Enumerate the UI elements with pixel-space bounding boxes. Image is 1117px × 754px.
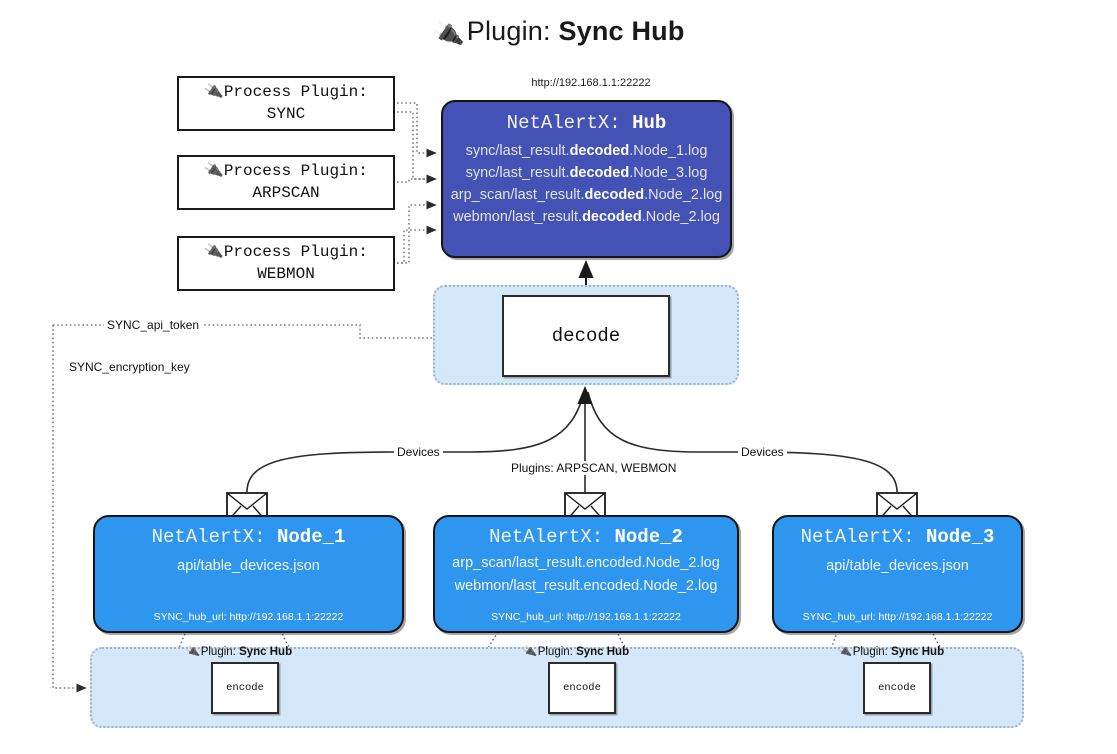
node-title: NetAlertX: Node_2 <box>489 526 683 548</box>
process-plugin-name: WEBMON <box>257 265 315 283</box>
hub-node[interactable]: NetAlertX: Hub sync/last_result.decoded.… <box>441 100 732 258</box>
node-line: api/table_devices.json <box>177 558 320 574</box>
node-box-node-2[interactable]: NetAlertX: Node_2 arp_scan/last_result.e… <box>433 515 739 633</box>
process-plugin-header: 🔌Process Plugin: <box>202 159 368 183</box>
decode-box[interactable]: decode <box>502 295 670 377</box>
hub-logline: sync/last_result.decoded.Node_3.log <box>465 165 708 181</box>
process-plugin-title: Process Plugin: <box>223 162 368 181</box>
plug-icon: 🔌 <box>837 644 853 660</box>
hub-title-name: Hub <box>632 112 667 134</box>
process-plugin-title: Process Plugin: <box>223 243 368 262</box>
encoder-plugin-label: 🔌Plugin: Sync Hub <box>837 644 945 660</box>
node-title: NetAlertX: Node_1 <box>151 526 346 548</box>
process-plugin-header: 🔌Process Plugin: <box>202 240 368 264</box>
hub-title: NetAlertX: Hub <box>443 112 730 134</box>
plug-icon: 🔌 <box>430 17 467 51</box>
encode-box[interactable]: encode <box>863 662 931 714</box>
process-plugin-name: SYNC <box>266 105 306 123</box>
title-prefix: Plugin: <box>466 16 559 46</box>
plug-icon: 🔌 <box>185 644 201 660</box>
node-box-node-1[interactable]: NetAlertX: Node_1 api/table_devices.json… <box>93 515 404 633</box>
encoder-plugin-label: 🔌Plugin: Sync Hub <box>185 644 293 660</box>
plug-icon: 🔌 <box>202 80 225 102</box>
hub-logline: arp_scan/last_result.decoded.Node_2.log <box>450 187 723 203</box>
hub-title-prefix: NetAlertX: <box>506 112 633 134</box>
edge-label-encryption-key: SYNC_encryption_key <box>66 360 193 374</box>
hub-logline: sync/last_result.decoded.Node_1.log <box>465 143 708 159</box>
node-line: arp_scan/last_result.encoded.Node_2.log <box>452 555 720 571</box>
title-name: Sync Hub <box>558 16 685 46</box>
edge-label-api-token: SYNC_api_token <box>104 318 203 332</box>
encode-box[interactable]: encode <box>211 662 279 714</box>
node-line: webmon/last_result.encoded.Node_2.log <box>454 578 718 594</box>
page-title: 🔌Plugin: Sync Hub <box>0 16 1117 50</box>
node-title: NetAlertX: Node_3 <box>800 526 995 548</box>
process-plugin-sync[interactable]: 🔌Process Plugin: SYNC <box>177 76 395 131</box>
node-footer: SYNC_hub_url: http://192.168.1.1:22222 <box>491 611 681 623</box>
edge-label-devices-right: Devices <box>738 445 787 459</box>
process-plugin-arpscan[interactable]: 🔌Process Plugin: ARPSCAN <box>177 155 395 210</box>
process-plugin-webmon[interactable]: 🔌Process Plugin: WEBMON <box>177 236 395 291</box>
process-plugin-title: Process Plugin: <box>223 83 368 102</box>
node-footer: SYNC_hub_url: http://192.168.1.1:22222 <box>153 611 344 623</box>
encode-box[interactable]: encode <box>548 662 616 714</box>
node-footer: SYNC_hub_url: http://192.168.1.1:22222 <box>802 611 993 623</box>
node-box-node-3[interactable]: NetAlertX: Node_3 api/table_devices.json… <box>772 515 1023 633</box>
node-line: api/table_devices.json <box>826 558 969 574</box>
process-plugin-header: 🔌Process Plugin: <box>202 80 368 104</box>
hub-logline: webmon/last_result.decoded.Node_2.log <box>453 209 720 225</box>
hub-url-label: http://192.168.1.1:22222 <box>531 77 651 89</box>
plug-icon: 🔌 <box>522 644 538 660</box>
encoder-plugin-label: 🔌Plugin: Sync Hub <box>522 644 630 660</box>
edge-label-devices-left: Devices <box>394 445 443 459</box>
plug-icon: 🔌 <box>202 159 225 181</box>
process-plugin-name: ARPSCAN <box>252 184 320 202</box>
edge-label-plugins: Plugins: ARPSCAN, WEBMON <box>508 461 680 475</box>
plug-icon: 🔌 <box>202 240 225 262</box>
